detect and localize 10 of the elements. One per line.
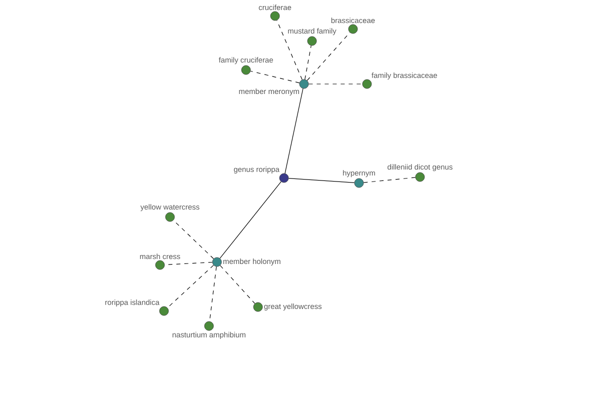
connector-line [288, 178, 355, 183]
connector-line [167, 264, 214, 308]
connector-line [220, 181, 282, 259]
connector-line [250, 70, 300, 84]
connector-line [306, 32, 350, 81]
connector-line [276, 20, 302, 80]
connector-line [363, 177, 416, 183]
connector-line [284, 88, 304, 174]
connector-line [304, 45, 312, 80]
connector-line [220, 265, 256, 304]
